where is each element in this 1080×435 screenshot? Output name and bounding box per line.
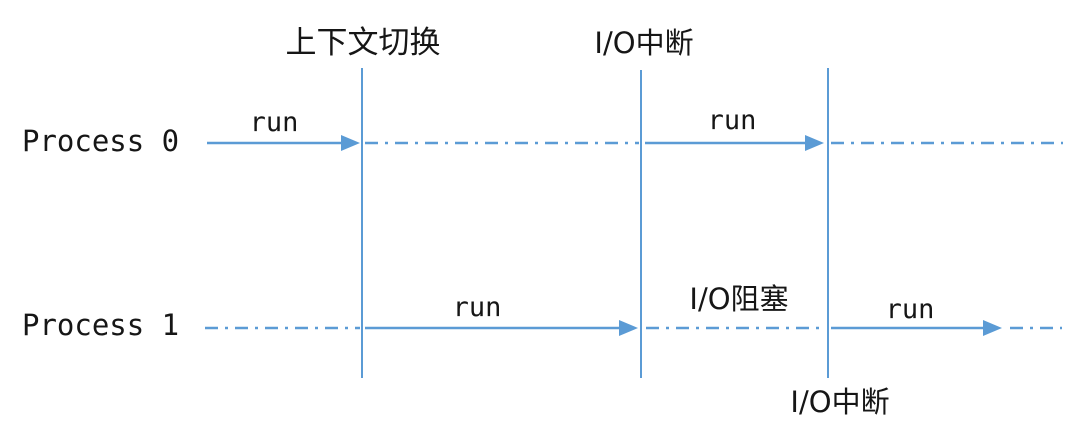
context-switch-label: 上下文切换 <box>285 25 441 61</box>
run-label-p1-1: run <box>452 292 502 323</box>
p1-run-arrowhead-2-icon <box>983 320 1002 336</box>
process-0-label: Process 0 <box>22 124 180 158</box>
run-label-p0-1: run <box>249 107 299 138</box>
run-label-p0-2: run <box>707 105 757 136</box>
io-interrupt-bottom-label: I/O中断 <box>790 385 890 419</box>
process-1-label: Process 1 <box>22 308 180 342</box>
run-label-p1-2: run <box>885 294 935 325</box>
io-blocking-label: I/O阻塞 <box>689 282 789 316</box>
p0-run-arrowhead-1-icon <box>341 135 360 151</box>
io-interrupt-top-label: I/O中断 <box>594 26 694 60</box>
p0-run-arrowhead-2-icon <box>805 135 824 151</box>
p1-run-arrowhead-1-icon <box>619 320 638 336</box>
